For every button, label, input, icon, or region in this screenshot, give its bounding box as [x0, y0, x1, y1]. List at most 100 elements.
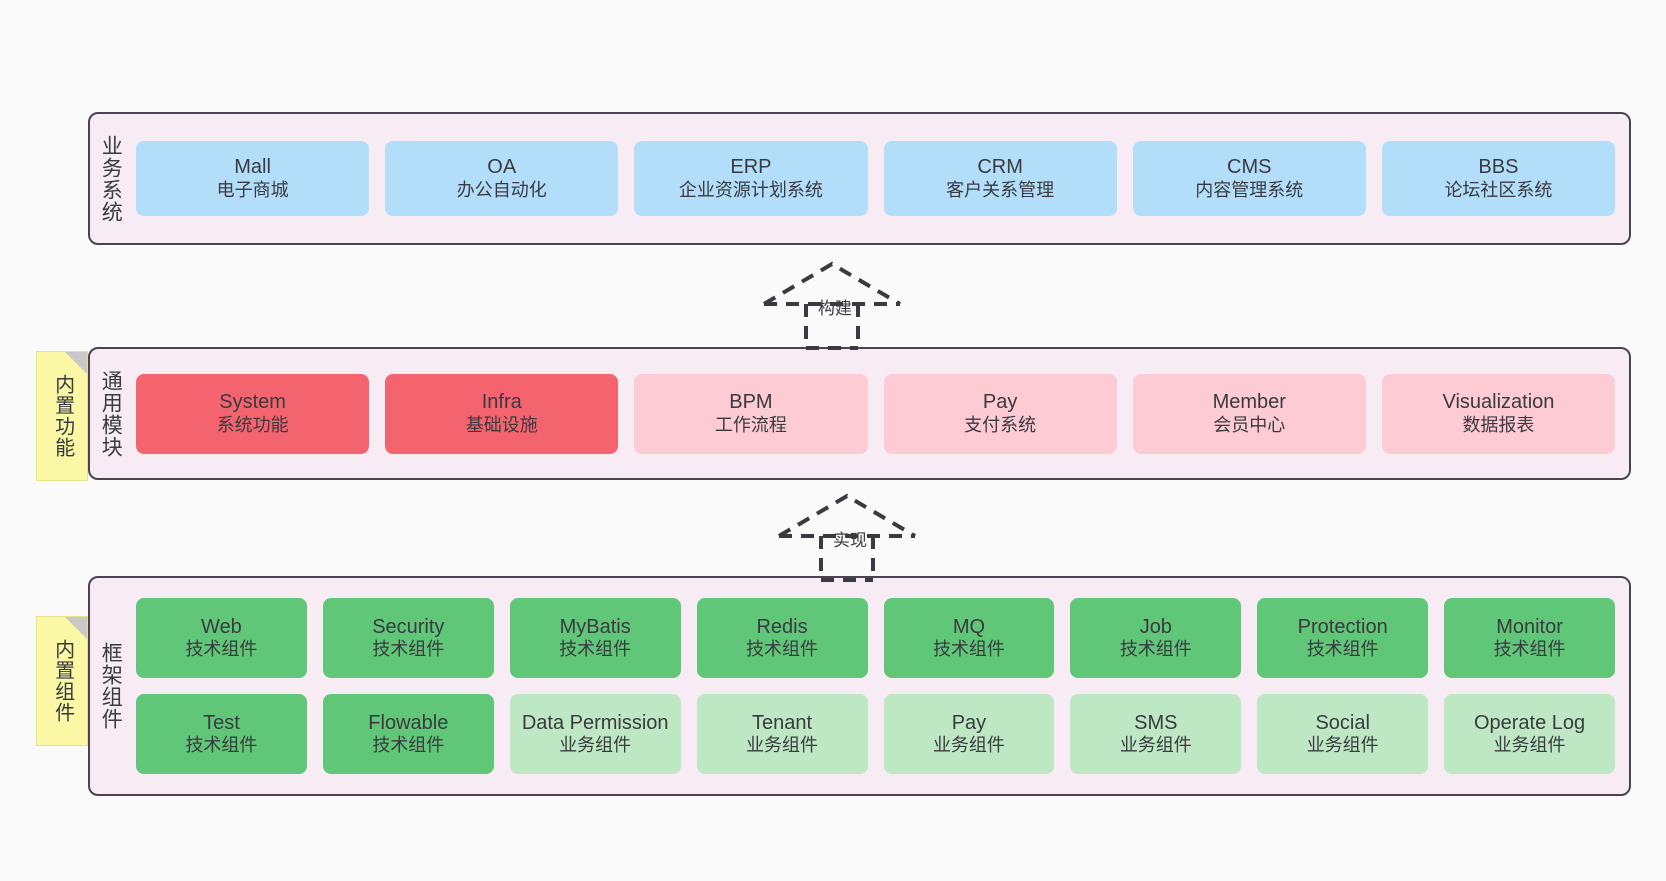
card-flowable-name: Flowable	[368, 711, 449, 734]
card-monitor-name: Monitor	[1496, 615, 1563, 638]
card-social-desc: 业务组件	[1306, 735, 1379, 756]
card-cms[interactable]: CMS 内容管理系统	[1132, 141, 1366, 216]
connector-build-label: 构建	[818, 299, 852, 318]
card-member[interactable]: Member 会员中心	[1132, 373, 1366, 454]
card-oa[interactable]: OA 办公自动化	[385, 141, 619, 216]
card-mq-desc: 技术组件	[932, 639, 1005, 660]
note-fold-corner-icon	[65, 617, 87, 639]
card-mq[interactable]: MQ 技术组件	[883, 598, 1055, 678]
layer-framework-components: 框架组件 Web 技术组件 Security 技术组件 MyBatis 技术组件…	[88, 576, 1631, 796]
card-test[interactable]: Test 技术组件	[136, 694, 307, 774]
card-sms[interactable]: SMS 业务组件	[1070, 694, 1242, 774]
card-web-desc: 技术组件	[185, 639, 258, 660]
card-cms-desc: 内容管理系统	[1195, 179, 1304, 200]
sticky-note-builtin-components-label: 内置组件	[51, 639, 74, 723]
card-crm-desc: 客户关系管理	[946, 179, 1055, 200]
card-visualization-name: Visualization	[1442, 391, 1555, 414]
sticky-note-builtin-features: 内置功能	[36, 351, 88, 481]
layer-business-systems: 业务系统 Mall 电子商城 OA 办公自动化 ERP 企业资源计划系统 CRM…	[88, 112, 1631, 245]
connector-implement: 实现	[767, 490, 927, 582]
layer-title-business-systems: 业务系统	[99, 134, 123, 223]
card-visualization-desc: 数据报表	[1462, 414, 1535, 435]
card-pay-component-name: Pay	[951, 711, 987, 734]
sticky-note-builtin-features-label: 内置功能	[51, 374, 74, 458]
card-bbs[interactable]: BBS 论坛社区系统	[1381, 141, 1616, 216]
card-operate-log[interactable]: Operate Log 业务组件	[1444, 694, 1615, 774]
card-infra[interactable]: Infra 基础设施	[385, 373, 619, 454]
card-sms-name: SMS	[1134, 711, 1178, 734]
card-protection-desc: 技术组件	[1306, 639, 1379, 660]
card-member-name: Member	[1212, 391, 1286, 414]
card-protection[interactable]: Protection 技术组件	[1257, 598, 1429, 678]
card-mall-desc: 电子商城	[216, 179, 289, 200]
framework-business-components-row: Test 技术组件 Flowable 技术组件 Data Permission …	[136, 694, 1615, 774]
card-job[interactable]: Job 技术组件	[1070, 598, 1242, 678]
note-fold-corner-icon	[65, 352, 87, 374]
layer-body-business-systems: Mall 电子商城 OA 办公自动化 ERP 企业资源计划系统 CRM 客户关系…	[130, 114, 1629, 243]
card-sms-desc: 业务组件	[1119, 735, 1192, 756]
card-mybatis-desc: 技术组件	[559, 639, 632, 660]
card-crm[interactable]: CRM 客户关系管理	[883, 141, 1117, 216]
card-test-name: Test	[203, 711, 240, 734]
card-erp-desc: 企业资源计划系统	[678, 179, 823, 200]
card-infra-desc: 基础设施	[465, 414, 538, 435]
layer-body-common-modules: System 系统功能 Infra 基础设施 BPM 工作流程 Pay 支付系统…	[130, 349, 1629, 478]
layer-title-common-modules: 通用模块	[99, 369, 123, 458]
layer-common-modules: 通用模块 System 系统功能 Infra 基础设施 BPM 工作流程 Pay…	[88, 347, 1631, 480]
card-social[interactable]: Social 业务组件	[1257, 694, 1429, 774]
layer-title-framework-components: 框架组件	[99, 642, 123, 730]
card-pay-component-desc: 业务组件	[932, 735, 1005, 756]
card-erp-name: ERP	[730, 156, 772, 179]
card-job-name: Job	[1139, 615, 1172, 638]
card-crm-name: CRM	[977, 156, 1023, 179]
card-redis[interactable]: Redis 技术组件	[696, 598, 868, 678]
card-data-permission[interactable]: Data Permission 业务组件	[509, 694, 681, 774]
card-oa-name: OA	[487, 156, 517, 179]
card-tenant[interactable]: Tenant 业务组件	[696, 694, 868, 774]
framework-tech-components-row: Web 技术组件 Security 技术组件 MyBatis 技术组件 Redi…	[136, 598, 1615, 678]
card-visualization[interactable]: Visualization 数据报表	[1381, 373, 1616, 454]
card-job-desc: 技术组件	[1119, 639, 1192, 660]
card-data-permission-name: Data Permission	[521, 711, 669, 734]
card-web[interactable]: Web 技术组件	[136, 598, 307, 678]
card-redis-desc: 技术组件	[746, 639, 819, 660]
layer-body-framework-components: Web 技术组件 Security 技术组件 MyBatis 技术组件 Redi…	[130, 578, 1629, 794]
card-monitor[interactable]: Monitor 技术组件	[1444, 598, 1615, 678]
card-bpm[interactable]: BPM 工作流程	[634, 373, 868, 454]
connector-implement-label: 实现	[833, 531, 867, 550]
card-web-name: Web	[201, 615, 242, 638]
card-pay-module-desc: 支付系统	[964, 414, 1037, 435]
dashed-generalization-arrow-up-icon	[777, 493, 917, 582]
card-mq-name: MQ	[952, 615, 986, 638]
card-pay-component[interactable]: Pay 业务组件	[883, 694, 1055, 774]
card-bpm-desc: 工作流程	[714, 414, 787, 435]
card-mybatis[interactable]: MyBatis 技术组件	[509, 598, 681, 678]
sticky-note-builtin-components: 内置组件	[36, 616, 88, 746]
dashed-generalization-arrow-up-icon	[762, 261, 902, 350]
card-oa-desc: 办公自动化	[456, 179, 547, 200]
card-system-name: System	[219, 391, 286, 414]
card-bpm-name: BPM	[729, 391, 773, 414]
card-monitor-desc: 技术组件	[1493, 639, 1566, 660]
card-mall[interactable]: Mall 电子商城	[136, 141, 370, 216]
card-system[interactable]: System 系统功能	[136, 373, 370, 454]
card-cms-name: CMS	[1227, 156, 1272, 179]
common-modules-row: System 系统功能 Infra 基础设施 BPM 工作流程 Pay 支付系统…	[136, 373, 1616, 454]
card-mybatis-name: MyBatis	[559, 615, 631, 638]
card-security[interactable]: Security 技术组件	[322, 598, 494, 678]
card-test-desc: 技术组件	[185, 735, 258, 756]
card-infra-name: Infra	[481, 391, 522, 414]
connector-build: 构建	[752, 258, 912, 350]
card-pay-module[interactable]: Pay 支付系统	[883, 373, 1117, 454]
card-redis-name: Redis	[756, 615, 808, 638]
card-tenant-desc: 业务组件	[746, 735, 819, 756]
card-social-name: Social	[1315, 711, 1370, 734]
card-security-name: Security	[372, 615, 445, 638]
card-operate-log-desc: 业务组件	[1493, 735, 1566, 756]
card-protection-name: Protection	[1297, 615, 1388, 638]
card-tenant-name: Tenant	[752, 711, 813, 734]
card-operate-log-name: Operate Log	[1473, 711, 1586, 734]
business-systems-row: Mall 电子商城 OA 办公自动化 ERP 企业资源计划系统 CRM 客户关系…	[136, 141, 1616, 216]
card-erp[interactable]: ERP 企业资源计划系统	[634, 141, 868, 216]
card-flowable[interactable]: Flowable 技术组件	[322, 694, 494, 774]
